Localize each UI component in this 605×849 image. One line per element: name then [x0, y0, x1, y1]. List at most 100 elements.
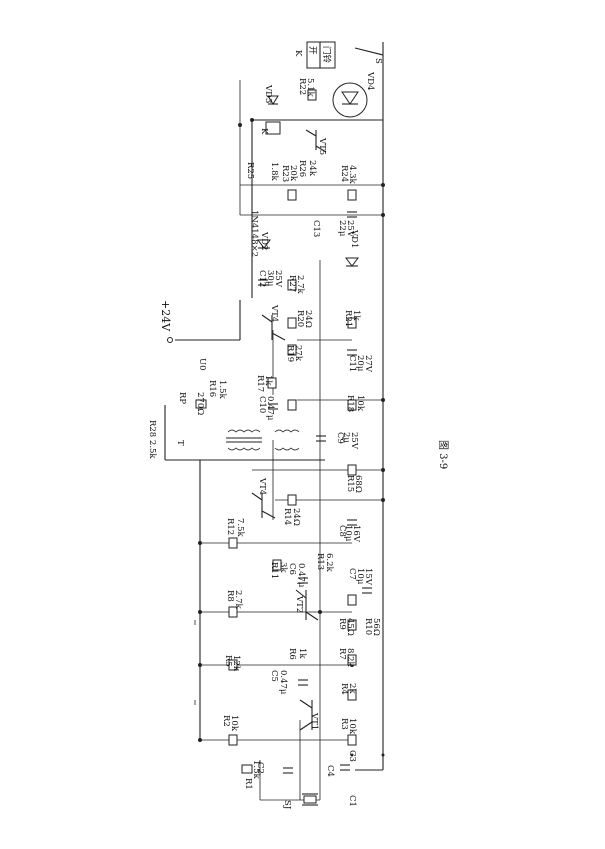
- label-r7: R7: [337, 648, 347, 660]
- label-r15: R15: [345, 475, 355, 492]
- label-c10-val: 0.47μ: [265, 396, 275, 421]
- label-r19-val: 27k: [293, 345, 303, 362]
- label-vt4b: VT4: [269, 304, 279, 322]
- label-vt1: VT1: [309, 712, 319, 730]
- label-r5: R5: [223, 655, 233, 667]
- label-c11-val: 20μ: [355, 355, 365, 372]
- aux-wires: [200, 80, 383, 801]
- signal-rail: [164, 405, 325, 740]
- label-r23-val: 20k: [288, 165, 298, 182]
- label-r28: R28 2.5k: [147, 420, 157, 459]
- diode-vd3: [267, 95, 279, 105]
- label-u0: U0: [197, 358, 207, 371]
- label-r4-val: 2k: [347, 683, 357, 694]
- label-r8-val: 2.7k: [233, 590, 243, 610]
- label-r27: R27: [287, 275, 297, 292]
- label-c5-val: 0.47μ: [278, 670, 288, 695]
- label-sj: SJ: [282, 800, 292, 810]
- label-c12-val: 30μ: [265, 270, 275, 287]
- label-r21: R21: [343, 310, 353, 327]
- label-r14-val: 24Ω: [291, 508, 301, 526]
- label-vd2: VD2: [259, 231, 269, 250]
- label-vt4: VT4: [257, 477, 267, 495]
- diode-vd1: [345, 257, 359, 267]
- label-c13: C13: [311, 220, 321, 237]
- label-vt2: VT2: [294, 595, 304, 613]
- label-r8: R8: [225, 590, 235, 602]
- figure-caption: 图 3-9: [437, 440, 449, 469]
- label-r17-val: 1k: [263, 375, 273, 386]
- cut-marks: [194, 620, 385, 757]
- label-c11: C11: [347, 355, 357, 372]
- label-vd3: VD3: [263, 84, 273, 103]
- label-c13-v: 25V: [345, 220, 355, 238]
- supply-label: +24V: [159, 300, 172, 332]
- label-c2: C2: [255, 762, 265, 774]
- label-r6: R6: [287, 648, 297, 660]
- diode-vd2: [257, 239, 271, 249]
- label-r11: R11: [269, 562, 279, 579]
- label-r2-val: 10k: [229, 715, 239, 732]
- label-c11-v: 27V: [363, 355, 373, 373]
- label-r13: R13: [315, 553, 325, 570]
- supply-label-group: +24V: [159, 300, 172, 332]
- label-c3: C3: [347, 750, 357, 762]
- label-k-box2: 门铃: [321, 46, 332, 64]
- label-c6: C6: [287, 563, 297, 575]
- label-r12-val: 7.5k: [235, 518, 245, 538]
- label-vd2-part: 1N4148×2: [249, 210, 259, 257]
- label-c7: C7: [347, 568, 357, 580]
- label-r3-val: 10k: [347, 718, 357, 735]
- label-r14: R14: [282, 508, 292, 525]
- label-s: S: [373, 58, 383, 64]
- label-r13-val: 6.2k: [324, 553, 334, 573]
- label-k-coil: K: [259, 128, 269, 135]
- label-r20: R20: [295, 310, 305, 327]
- label-r4: R4: [339, 683, 349, 695]
- capacitor-bodies: [258, 211, 372, 774]
- label-r23: R23: [280, 165, 290, 182]
- label-r7-val: 8.2k: [345, 648, 355, 668]
- label-r26-val: 24k: [307, 160, 317, 177]
- label-c13-val: 22μ: [337, 220, 347, 237]
- label-r11-val: 3k: [278, 562, 288, 573]
- label-r16: R16: [207, 380, 217, 397]
- caption-text: 图 3-9: [437, 440, 449, 469]
- label-r22-val: 5.1k: [305, 78, 315, 98]
- label-c10: C10: [257, 396, 267, 413]
- label-r18: R18: [345, 395, 355, 412]
- label-c12: C12: [257, 270, 267, 287]
- ground-rail: [355, 55, 384, 771]
- label-c9-v: 25V: [349, 432, 359, 450]
- label-c8-val: 10μ: [343, 525, 353, 542]
- label-r19: R19: [285, 345, 295, 362]
- label-k: K: [293, 50, 303, 57]
- label-r9: R9: [337, 618, 347, 630]
- optocoupler-vd4: [332, 82, 368, 118]
- label-r9-val: 45Ω: [345, 618, 355, 636]
- transistor-vt2: [295, 589, 319, 621]
- label-c7-val: 10μ: [355, 568, 365, 585]
- label-r15-val: 68Ω: [353, 475, 363, 493]
- label-r16-val: 1.5k: [217, 380, 227, 400]
- label-r10-val: 56Ω: [371, 618, 381, 636]
- label-vt5: VT5: [317, 137, 327, 155]
- label-vd1: VD1: [349, 229, 359, 248]
- label-t: T: [175, 440, 185, 446]
- label-r21-val: 1k: [351, 310, 361, 321]
- label-rp: RP: [177, 392, 187, 404]
- transistor-vt4: [261, 314, 286, 341]
- label-r26: R26: [297, 160, 307, 177]
- resistor-bodies: [195, 89, 357, 774]
- label-c9: C9: [335, 432, 345, 444]
- label-r18-val: 10k: [355, 395, 365, 412]
- doorbell-box: [306, 41, 336, 69]
- label-c8-v: 16V: [351, 525, 361, 543]
- label-c4: C4: [325, 765, 335, 777]
- label-r5-val: 12k: [231, 655, 241, 672]
- label-r24-val: 4.3k: [347, 165, 357, 185]
- transistor-vt5: [305, 129, 327, 153]
- label-c7-v: 15V: [363, 568, 373, 586]
- crystal-sj: [302, 793, 318, 806]
